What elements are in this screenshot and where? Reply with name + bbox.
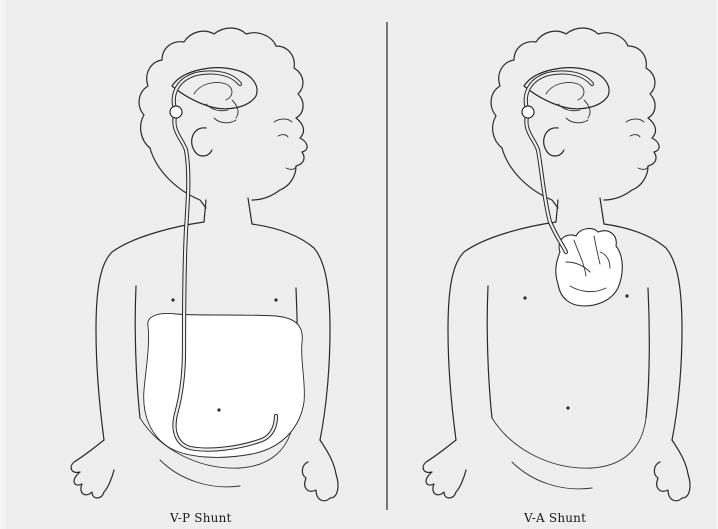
- vp-shunt-caption: V-P Shunt: [170, 511, 232, 525]
- va-shunt-caption: V-A Shunt: [524, 511, 586, 525]
- shunt-valve-icon: [522, 106, 534, 118]
- peritoneal-cavity: [144, 314, 305, 458]
- shunt-valve-icon: [170, 106, 182, 118]
- child-figure-left: [71, 28, 338, 501]
- ventricle-right: [524, 68, 609, 123]
- ventricle-left: [172, 68, 257, 123]
- va-shunt-catheter: [522, 72, 592, 252]
- heart-icon: [556, 229, 622, 306]
